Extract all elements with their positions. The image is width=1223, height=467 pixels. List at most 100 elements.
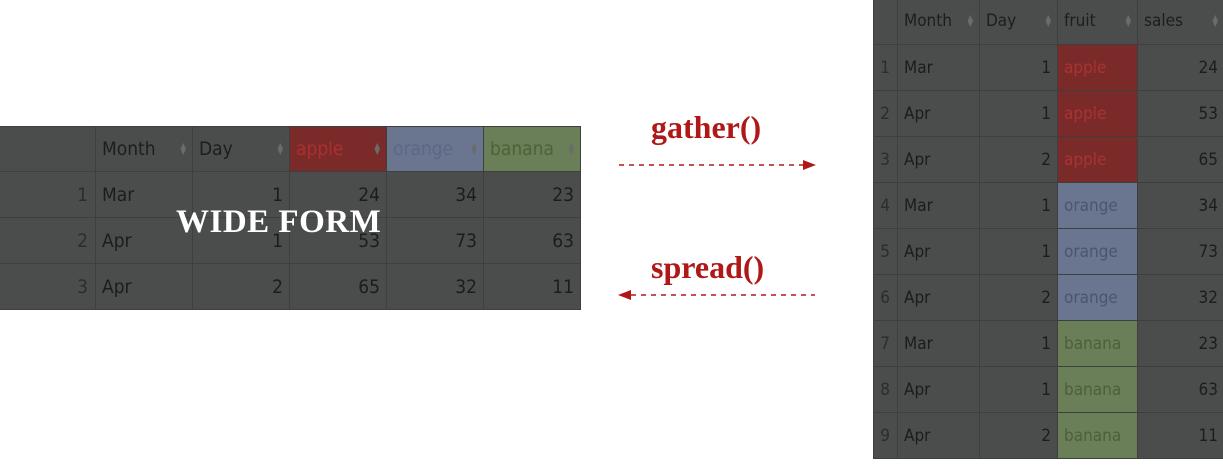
long-header-month-label: Month — [904, 10, 952, 31]
day-cell: 1 — [979, 90, 1058, 137]
row-index: 1 — [0, 171, 96, 218]
sort-icon[interactable]: ▲▼ — [180, 141, 186, 156]
fruit-cell: orange — [1057, 182, 1138, 229]
month-cell: Apr — [95, 263, 193, 310]
row-index: 6 — [873, 274, 898, 321]
wide-header-day-label: Day — [199, 138, 233, 160]
wide-header-orange-label: orange — [393, 138, 454, 160]
sort-icon[interactable]: ▲▼ — [1125, 12, 1131, 28]
sales-cell: 11 — [1137, 412, 1223, 459]
row-index: 5 — [873, 228, 898, 275]
long-header-day-label: Day — [986, 10, 1017, 31]
fruit-cell: banana — [1057, 366, 1138, 413]
sort-icon[interactable]: ▲▼ — [471, 141, 477, 156]
sort-icon[interactable]: ▲▼ — [967, 12, 973, 28]
month-cell: Apr — [897, 90, 980, 137]
sales-cell: 65 — [1137, 136, 1223, 183]
wide-header-month[interactable]: Month ▲▼ — [95, 126, 193, 172]
sales-cell: 63 — [1137, 366, 1223, 413]
month-cell: Apr — [897, 228, 980, 275]
wide-form-label: WIDE FORM — [176, 204, 382, 240]
sort-icon[interactable]: ▲▼ — [568, 141, 574, 156]
month-cell: Apr — [897, 366, 980, 413]
apple-cell: 65 — [289, 263, 387, 310]
day-cell: 2 — [979, 412, 1058, 459]
gather-label: gather() — [651, 109, 762, 145]
long-header-fruit[interactable]: fruit ▲▼ — [1057, 0, 1138, 45]
sales-cell: 53 — [1137, 90, 1223, 137]
row-index: 2 — [0, 217, 96, 264]
wide-header-index — [0, 126, 96, 172]
sort-icon[interactable]: ▲▼ — [374, 141, 380, 156]
apple-cell: 53 — [289, 217, 387, 264]
row-index: 3 — [873, 136, 898, 183]
month-cell: Mar — [897, 182, 980, 229]
day-cell: 2 — [979, 274, 1058, 321]
long-header-row: Month ▲▼ Day ▲▼ fruit ▲▼ sales▲▼ — [873, 0, 1223, 45]
wide-header-day[interactable]: Day ▲▼ — [192, 126, 290, 172]
row-index: 7 — [873, 320, 898, 367]
row-index: 9 — [873, 412, 898, 459]
fruit-cell: banana — [1057, 412, 1138, 459]
spread-arrow-icon — [618, 290, 815, 300]
wide-header-orange[interactable]: orange ▲▼ — [386, 126, 484, 172]
month-cell: Mar — [897, 44, 980, 91]
apple-cell: 24 — [289, 171, 387, 218]
month-cell: Mar — [897, 320, 980, 367]
wide-header-month-label: Month — [102, 138, 156, 160]
month-cell: Apr — [897, 274, 980, 321]
long-header-sales[interactable]: sales▲▼ — [1137, 0, 1223, 45]
month-cell: Apr — [897, 136, 980, 183]
row-index: 1 — [873, 44, 898, 91]
fruit-cell: orange — [1057, 274, 1138, 321]
day-cell: 1 — [979, 228, 1058, 275]
long-header-fruit-label: fruit — [1064, 10, 1096, 31]
row-index: 3 — [0, 263, 96, 310]
sales-cell: 32 — [1137, 274, 1223, 321]
month-cell: Apr — [95, 217, 193, 264]
banana-cell: 23 — [483, 171, 581, 218]
wide-header-row: Month ▲▼ Day ▲▼ apple ▲▼ orange ▲▼ banana ▲▼ — [0, 126, 581, 172]
sort-icon[interactable]: ▲▼ — [277, 141, 283, 156]
fruit-cell: banana — [1057, 320, 1138, 367]
day-cell: 2 — [979, 136, 1058, 183]
row-index: 8 — [873, 366, 898, 413]
long-header-day[interactable]: Day ▲▼ — [979, 0, 1058, 45]
row-index: 4 — [873, 182, 898, 229]
wide-header-banana-label: banana — [490, 138, 554, 160]
sort-icon[interactable]: ▲▼ — [1045, 12, 1051, 28]
day-cell: 1 — [979, 366, 1058, 413]
day-cell: 2 — [192, 263, 290, 310]
banana-cell: 63 — [483, 217, 581, 264]
fruit-cell: apple — [1057, 136, 1138, 183]
long-header-month[interactable]: Month ▲▼ — [897, 0, 980, 45]
gather-arrow-icon — [619, 160, 816, 170]
wide-header-banana[interactable]: banana ▲▼ — [483, 126, 581, 172]
wide-header-apple[interactable]: apple ▲▼ — [289, 126, 387, 172]
month-cell: Apr — [897, 412, 980, 459]
month-cell: Mar — [95, 171, 193, 218]
day-cell: 1 — [192, 217, 290, 264]
spread-label: spread() — [651, 249, 765, 285]
sales-cell: 73 — [1137, 228, 1223, 275]
orange-cell: 34 — [386, 171, 484, 218]
banana-cell: 11 — [483, 263, 581, 310]
fruit-cell: apple — [1057, 90, 1138, 137]
wide-header-apple-label: apple — [296, 138, 344, 160]
long-header-index — [873, 0, 898, 45]
sort-icon[interactable]: ▲▼ — [1212, 12, 1218, 28]
orange-cell: 73 — [386, 217, 484, 264]
